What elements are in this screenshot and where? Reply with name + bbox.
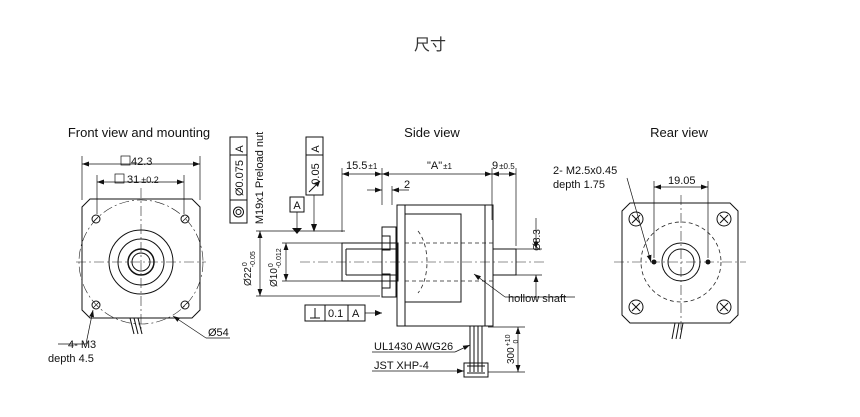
front-circle-dim: Ø54 bbox=[208, 327, 229, 339]
side-view: Side view A Ø0.075 M19x1 Preload nut A 0… bbox=[229, 125, 575, 378]
front-mount-hole bbox=[91, 214, 101, 224]
front-mount-hole bbox=[180, 214, 190, 224]
svg-text:A: A bbox=[352, 308, 360, 320]
front-view: Front view and mounting 42.3 31±0.2 bbox=[48, 125, 230, 365]
gdt-concentricity: A Ø0.075 bbox=[229, 136, 248, 224]
side-view-title: Side view bbox=[404, 125, 460, 140]
gdt-concentricity-value: Ø0.075 bbox=[234, 160, 246, 196]
front-screw-label-2: depth 4.5 bbox=[48, 353, 94, 365]
dim-right: 9±0.5 bbox=[492, 160, 515, 172]
shaft-label: hollow shaft bbox=[508, 293, 566, 305]
rear-view: Rear view 2- M2.5x0.45 depth 1.75 19.05 bbox=[553, 125, 746, 340]
page-title: 尺寸 bbox=[414, 35, 446, 54]
dim-cable: 300+100 bbox=[505, 334, 520, 364]
dim-left: 15.5±1 bbox=[346, 160, 378, 172]
front-motor-outline bbox=[81, 198, 201, 319]
dim-d83: Ø8.3 bbox=[532, 229, 543, 251]
front-dim-hole-spacing: 31±0.2 bbox=[96, 173, 185, 214]
front-dim-width: 42.3 bbox=[81, 155, 201, 200]
rear-view-title: Rear view bbox=[650, 125, 708, 140]
side-dim-diameters: Ø220-0.05 Ø100-0.012 bbox=[242, 230, 380, 297]
side-dim-row: 15.5±1 "A"±1 9±0.5 2 bbox=[341, 160, 517, 246]
front-width-value: 42.3 bbox=[131, 156, 152, 168]
gdt-perp-value: 0.1 bbox=[328, 308, 343, 320]
rear-screw bbox=[716, 211, 732, 227]
dim-d22: Ø220-0.05 bbox=[242, 251, 257, 286]
dim-d10: Ø100-0.012 bbox=[268, 248, 283, 287]
dim-a: "A"±1 bbox=[427, 160, 453, 172]
svg-text:A: A bbox=[310, 145, 322, 153]
rear-spacing-dim: 19.05 bbox=[668, 175, 696, 187]
cable-label: UL1430 AWG26 bbox=[374, 341, 453, 353]
side-flange bbox=[381, 226, 397, 298]
gdt-runout-value: 0.05 bbox=[310, 163, 322, 184]
side-preload-nut bbox=[341, 242, 399, 282]
gdt-perpendicularity: 0.1 A bbox=[304, 304, 382, 322]
svg-text:A: A bbox=[293, 200, 301, 212]
front-mount-hole bbox=[180, 300, 190, 310]
rear-motor-outline bbox=[621, 202, 739, 324]
front-screw-label-1: 4- M3 bbox=[68, 339, 96, 351]
rear-hole-label-1: 2- M2.5x0.45 bbox=[553, 165, 617, 177]
rear-hole-label-2: depth 1.75 bbox=[553, 179, 605, 191]
dim-2: 2 bbox=[404, 179, 410, 191]
front-mount-hole bbox=[91, 300, 101, 310]
rear-screw bbox=[628, 211, 644, 227]
front-view-title: Front view and mounting bbox=[68, 125, 210, 140]
svg-text:A: A bbox=[234, 145, 246, 153]
rear-screw bbox=[628, 299, 644, 315]
gdt-runout: A 0.05 bbox=[305, 136, 324, 232]
rear-screw bbox=[716, 299, 732, 315]
front-hole-spacing-value: 31±0.2 bbox=[127, 174, 159, 186]
datum-a: A bbox=[289, 196, 305, 234]
side-motor-body bbox=[396, 204, 494, 327]
side-rear-shaft bbox=[492, 248, 517, 276]
connector-label: JST XHP-4 bbox=[374, 360, 429, 372]
side-cable: 300+100 UL1430 AWG26 JST XHP-4 bbox=[372, 326, 525, 378]
nut-label: M19x1 Preload nut bbox=[254, 132, 266, 224]
connector-jst bbox=[463, 362, 489, 378]
